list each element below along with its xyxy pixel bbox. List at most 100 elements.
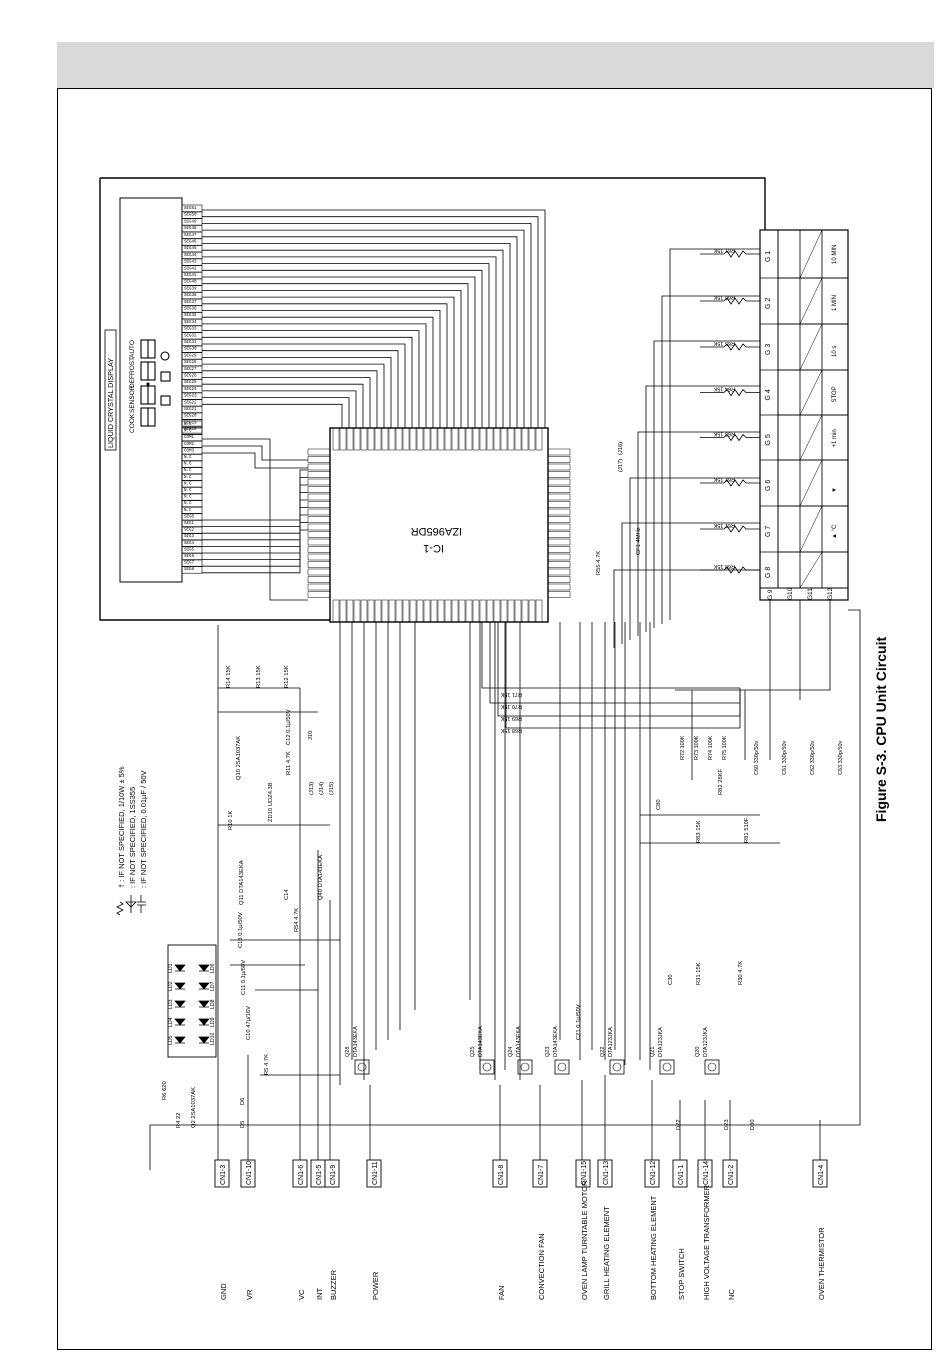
lcd-pin-label: SEG25 [184, 381, 197, 385]
key-column-label: G11 [807, 588, 814, 600]
transistor-part: DTA143EKA [553, 1026, 559, 1057]
transistor-icon [354, 1059, 370, 1075]
transistor-body-icon [357, 1062, 367, 1072]
lcd-pin [181, 345, 203, 354]
pull-capacitor-label: C62 330p/50v [810, 741, 816, 775]
lcd-pin [181, 486, 203, 495]
lcd-pin-label: SEG36 [184, 308, 197, 312]
series-resistor-label: R71 15K [500, 691, 522, 697]
lcd-pin-label: SEG2 [184, 529, 195, 533]
ic-pin-top [360, 427, 368, 451]
transistor-body-icon [707, 1062, 717, 1072]
board-outline [99, 177, 766, 621]
key-caption: ▲ °C [832, 524, 838, 539]
ic-pin-bottom [486, 599, 494, 623]
diagram-frame [57, 88, 932, 1350]
lcd-pin [181, 466, 203, 475]
ic1-pins [307, 427, 571, 623]
lcd-pin-label: SEG40 [184, 281, 197, 285]
resistor-symbol-icon [116, 901, 124, 916]
lcd-pin-label: SEG30 [184, 348, 197, 352]
ic-pin-right [547, 448, 571, 456]
component-label: C12 0.1µ/50V [286, 709, 292, 745]
lcd-pin [181, 412, 203, 421]
lcd-pin [181, 433, 203, 442]
lcd-pin-label: SEG38 [184, 294, 197, 298]
component-label: R81 510F [744, 817, 750, 843]
component-label: D6 [240, 1098, 246, 1105]
transistor-part: DTA143EKA [478, 1026, 484, 1057]
lcd-pin-label: SEG33 [184, 328, 197, 332]
component-label: J10 [308, 731, 314, 740]
lcd-pin-label: SEG49 [184, 220, 197, 224]
component-label: (J17) [618, 459, 624, 472]
component-label: (J13) [309, 782, 315, 795]
lcd-pin [181, 473, 203, 482]
pull-resistor-label: R72 100K [680, 735, 686, 760]
ic-pin-top [409, 427, 417, 451]
connector-id: CN1-1 [678, 1165, 685, 1185]
key-diagonal [799, 229, 823, 279]
lcd-pin-label: SEG32 [184, 334, 197, 338]
led-icon [198, 1018, 210, 1026]
series-resistor-label: R68 15K [500, 727, 522, 733]
lcd-pin [181, 258, 203, 266]
resistor-icon [700, 566, 760, 574]
ic-pin-right [547, 478, 571, 486]
ic-pin-bottom [521, 599, 529, 623]
ic-pin-left [307, 583, 331, 591]
capacitor-symbol-icon [137, 895, 146, 913]
diode-symbol-icon [125, 895, 137, 913]
transistor-icon [704, 1059, 720, 1075]
legend: † : IF NOT SPECIFIED, 1/10W ± 5% : IF NO… [116, 766, 148, 916]
ic-pin-right [547, 568, 571, 576]
component-label: Q11 DTA143EKA [239, 860, 245, 905]
ic-pin-left [307, 531, 331, 538]
ic-pin-bottom [353, 599, 361, 623]
lcd-pin [181, 460, 203, 468]
figure-title: Figure S-3. CPU Unit Circuit [873, 637, 889, 822]
lcd-pin-label: SEG46 [184, 241, 197, 245]
resistor-icon [700, 388, 760, 397]
transistor-ref: Q24 [508, 1047, 514, 1057]
ic-pin-right [547, 463, 571, 471]
series-resistor-label: R70 15K [500, 703, 522, 709]
lcd-mode-auto: AUTO [129, 340, 136, 358]
wiring [149, 209, 861, 1170]
lcd-pin-label: SEG4 [184, 542, 195, 546]
key-column-label: G 9 [767, 589, 774, 600]
ic-pin-top [514, 427, 522, 451]
component-label: C21 0.1µ/50V [576, 1004, 582, 1040]
connector-id: CN1-13 [603, 1161, 610, 1185]
key-group-label: G 6 [765, 480, 772, 491]
ic-pin-right [547, 576, 571, 583]
transistor-ref: Q23 [545, 1047, 551, 1057]
ic-pin-top [437, 427, 445, 451]
lcd-pin-label: SEG5 [184, 548, 195, 552]
component-label: R54 4.7K [294, 908, 300, 932]
component-label: (J14) [319, 782, 325, 795]
transistor-part: DTA143EKA [516, 1026, 522, 1057]
key-resistor-label: R66 15K [713, 294, 735, 300]
connector-id: CN1-12 [650, 1161, 657, 1185]
key-cell [821, 459, 849, 507]
key-diagonal [799, 414, 823, 461]
ic-pin-top [423, 427, 431, 451]
ic-pin-bottom [402, 599, 410, 623]
transistor-ref: Q28 [345, 1047, 351, 1057]
pull-capacitor-label: C63 330p/50v [838, 741, 844, 775]
ic-pin-top [402, 427, 410, 451]
component-label: C80 [656, 799, 662, 810]
led-icon [174, 1000, 186, 1008]
lcd-pin [181, 378, 203, 387]
lcd-pin-label: N.C [184, 476, 192, 480]
key-caption: 1 MIN [832, 295, 838, 311]
transistor-part: DTA123JKA [608, 1027, 614, 1057]
key-diagonal [799, 369, 823, 416]
ic-pin-right [547, 486, 571, 493]
lcd-pin [181, 238, 203, 246]
ic-pin-right [547, 531, 571, 538]
